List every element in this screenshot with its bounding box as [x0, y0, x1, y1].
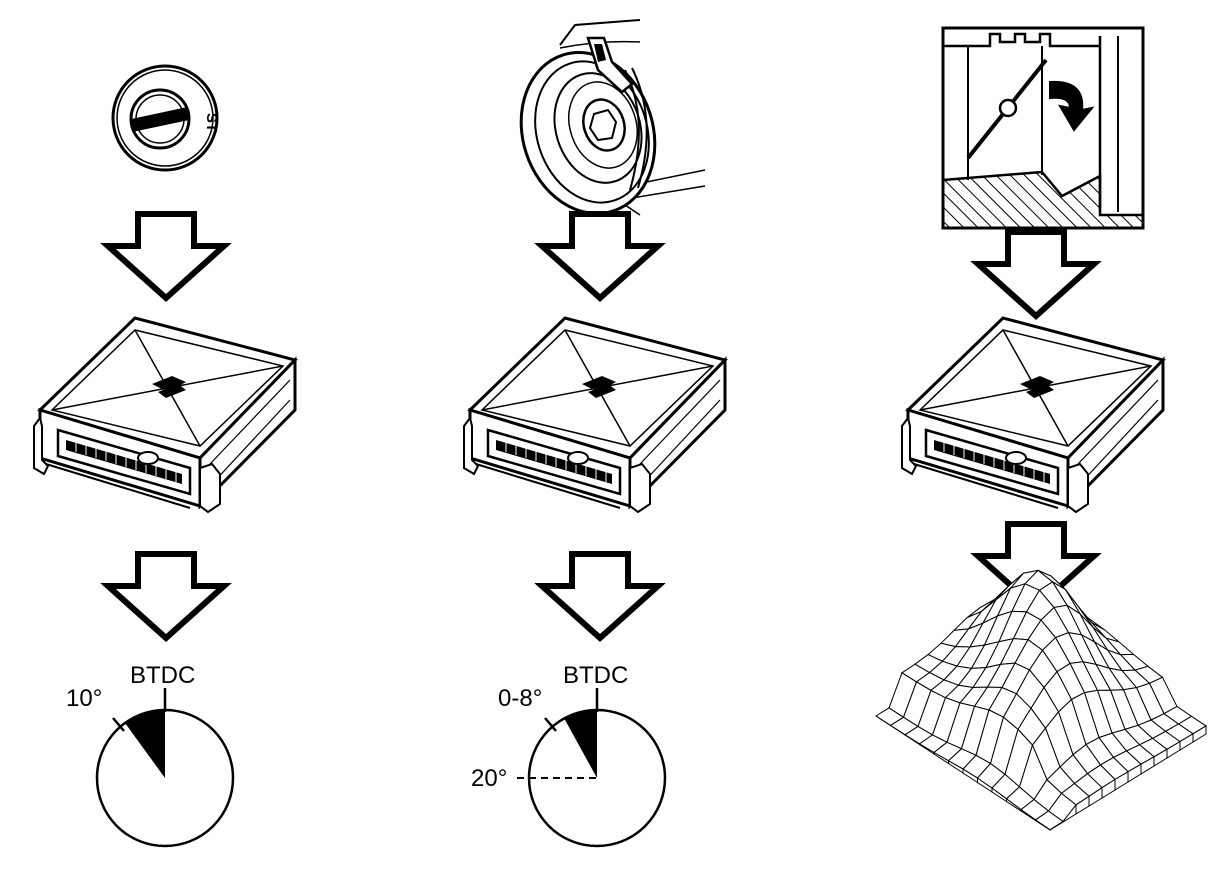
ignition-key-slot — [131, 107, 189, 132]
timing-dial-middle: BTDC 0-8° 20° — [471, 662, 667, 848]
advance-label: 10° — [66, 685, 102, 712]
btdc-label: BTDC — [130, 662, 195, 689]
ignition-map-surface — [875, 569, 1207, 831]
retard-label: 20° — [471, 765, 507, 792]
advance-wedge — [564, 710, 597, 778]
flow-arrow — [542, 554, 658, 638]
flow-arrow — [542, 214, 658, 298]
timing-dial-left: BTDC 10° — [66, 662, 235, 848]
crankshaft-pulley-illustration — [519, 19, 706, 216]
flow-arrow — [108, 554, 224, 638]
map-wall — [1192, 725, 1207, 743]
control-unit-illustration — [900, 316, 1165, 514]
btdc-label: BTDC — [563, 662, 628, 689]
control-unit-illustration — [32, 316, 297, 514]
throttle-body-illustration — [941, 26, 1145, 230]
advance-label: 0-8° — [498, 685, 542, 712]
flow-arrow — [978, 232, 1094, 316]
flow-arrow — [108, 214, 224, 298]
ignition-position-label: ST — [203, 113, 220, 132]
advance-wedge — [125, 710, 165, 778]
ignition-switch-illustration: ST — [111, 64, 220, 172]
control-unit-illustration — [462, 316, 727, 514]
